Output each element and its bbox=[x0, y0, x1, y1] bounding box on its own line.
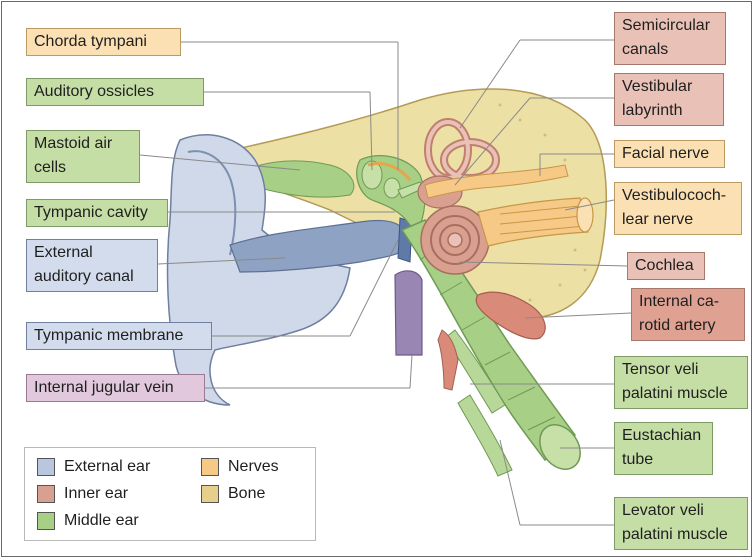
label-tensor-veli-palatini: Tensor veli palatini muscle bbox=[614, 356, 748, 409]
label-vestibular-labyrinth: Vestibular labyrinth bbox=[614, 73, 724, 126]
levator-veli-palatini-shape bbox=[458, 395, 512, 476]
legend-swatch-bone bbox=[201, 485, 219, 503]
legend-swatch-nerves bbox=[201, 458, 219, 476]
legend-label-nerves: Nerves bbox=[228, 456, 279, 478]
label-facial-nerve: Facial nerve bbox=[614, 140, 725, 168]
label-semicircular-canals: Semicircular canals bbox=[614, 12, 726, 65]
legend-label-inner-ear: Inner ear bbox=[64, 483, 128, 505]
legend-swatch-inner-ear bbox=[37, 485, 55, 503]
label-tympanic-membrane: Tympanic membrane bbox=[26, 322, 212, 350]
legend-swatch-middle-ear bbox=[37, 512, 55, 530]
label-levator-veli-palatini: Levator veli palatini muscle bbox=[614, 497, 748, 550]
label-vestibulocochlear-nerve: Vestibulococh- lear nerve bbox=[614, 182, 742, 235]
nerve-cut-end bbox=[577, 198, 593, 232]
legend-label-bone: Bone bbox=[228, 483, 265, 505]
legend-label-external-ear: External ear bbox=[64, 456, 150, 478]
legend-label-middle-ear: Middle ear bbox=[64, 510, 139, 532]
label-internal-carotid-artery: Internal ca- rotid artery bbox=[631, 288, 745, 341]
label-mastoid-air-cells: Mastoid air cells bbox=[26, 130, 140, 183]
internal-jugular-vein-shape bbox=[395, 271, 422, 355]
label-internal-jugular-vein: Internal jugular vein bbox=[26, 374, 205, 402]
legend-swatch-external-ear bbox=[37, 458, 55, 476]
legend: External ear Nerves Inner ear Bone Middl… bbox=[24, 447, 316, 541]
label-eustachian-tube: Eustachian tube bbox=[614, 422, 713, 475]
label-chorda-tympani: Chorda tympani bbox=[26, 28, 181, 56]
label-tympanic-cavity: Tympanic cavity bbox=[26, 199, 168, 227]
label-cochlea: Cochlea bbox=[627, 252, 705, 280]
label-auditory-ossicles: Auditory ossicles bbox=[26, 78, 204, 106]
label-external-auditory-canal: External auditory canal bbox=[26, 239, 158, 292]
